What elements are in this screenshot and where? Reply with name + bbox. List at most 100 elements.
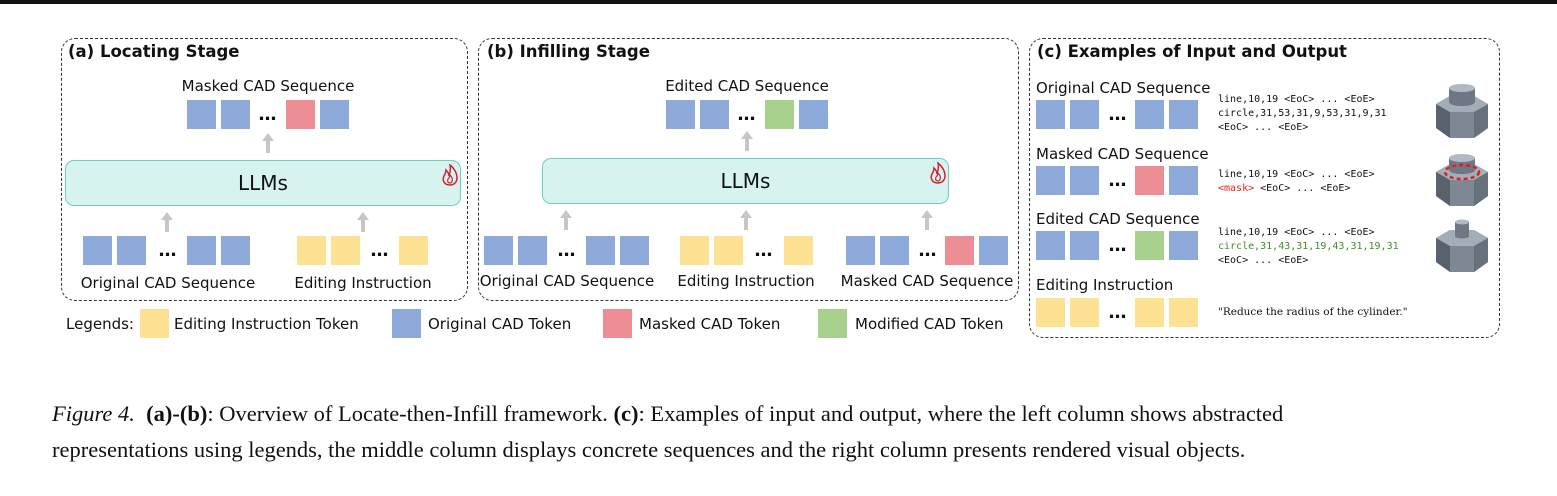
token-masked: [945, 236, 974, 265]
llm-label: LLMs: [238, 171, 288, 195]
token-original: [880, 236, 909, 265]
token-masked: [286, 100, 315, 129]
figure-caption-line1: Figure 4. (a)-(b): Overview of Locate-th…: [52, 399, 1283, 428]
token-instruction: [331, 236, 360, 265]
legend-swatch-original: [392, 309, 421, 338]
panel-a-input2-label: Editing Instruction: [294, 274, 432, 292]
figure-caption-line2: representations using legends, the middl…: [52, 437, 1246, 462]
flame-icon: [442, 164, 458, 186]
code-original-line3: <EoC> ... <EoE>: [1218, 122, 1309, 133]
ellipsis: …: [754, 240, 774, 261]
token-masked: [1135, 166, 1164, 195]
token-original: [221, 100, 250, 129]
original-cad-render: [1436, 84, 1488, 138]
instruction-quote: "Reduce the radius of the cylinder.": [1218, 306, 1408, 318]
panel-infilling-stage: [478, 38, 1019, 301]
code-masked-line1: line,10,19 <EoC> ... <EoE>: [1218, 169, 1375, 180]
code-original-line2: circle,31,53,31,9,53,31,9,31: [1218, 108, 1387, 119]
panel-locating-stage: [61, 38, 468, 301]
token-original: [518, 236, 547, 265]
token-original: [1036, 231, 1065, 260]
token-original: [1169, 166, 1198, 195]
token-original: [979, 236, 1008, 265]
legend-swatch-modified: [818, 309, 847, 338]
token-instruction: [1169, 298, 1198, 327]
token-original: [1169, 100, 1198, 129]
code-edited-line3: <EoC> ... <EoE>: [1218, 255, 1309, 266]
up-arrow-icon: [740, 210, 752, 230]
masked-cad-render: [1436, 154, 1488, 206]
panel-b-title: (b) Infilling Stage: [487, 42, 650, 61]
token-original: [799, 100, 828, 129]
token-original: [1070, 100, 1099, 129]
token-instruction: [784, 236, 813, 265]
ellipsis: …: [1108, 170, 1128, 191]
up-arrow-icon: [560, 210, 572, 230]
llm-block: LLMs: [65, 160, 461, 206]
token-modified: [765, 100, 794, 129]
row-label-instruction: Editing Instruction: [1036, 276, 1174, 294]
token-original: [484, 236, 513, 265]
token-original: [1135, 100, 1164, 129]
token-instruction: [1070, 298, 1099, 327]
legend-label-original: Original CAD Token: [428, 315, 572, 333]
token-original: [666, 100, 695, 129]
token-original: [117, 236, 146, 265]
ellipsis: …: [258, 104, 278, 125]
token-original: [187, 236, 216, 265]
token-instruction: [399, 236, 428, 265]
legend-label-masked: Masked CAD Token: [639, 315, 781, 333]
panel-b-input1-label: Original CAD Sequence: [479, 272, 655, 290]
token-original: [620, 236, 649, 265]
token-original: [1070, 231, 1099, 260]
token-original: [846, 236, 875, 265]
legend-swatch-instruction: [140, 309, 169, 338]
code-original-line1: line,10,19 <EoC> ... <EoE>: [1218, 94, 1375, 105]
token-original: [1169, 231, 1198, 260]
panel-a-input1-label: Original CAD Sequence: [80, 274, 256, 292]
token-instruction: [680, 236, 709, 265]
token-instruction: [714, 236, 743, 265]
caption-part2: : Examples of input and output, where th…: [638, 401, 1284, 426]
token-original: [1036, 100, 1065, 129]
panel-c-title: (c) Examples of Input and Output: [1037, 42, 1347, 61]
flame-icon: [930, 162, 946, 184]
panel-b-input3-label: Masked CAD Sequence: [840, 272, 1014, 290]
caption-part1: : Overview of Locate-then-Infill framewo…: [207, 401, 614, 426]
legend-title: Legends:: [66, 315, 134, 333]
llm-block: LLMs: [542, 158, 949, 204]
ellipsis: …: [737, 104, 757, 125]
legend-label-instruction: Editing Instruction Token: [174, 315, 359, 333]
llm-label: LLMs: [720, 169, 771, 193]
panel-a-output-label: Masked CAD Sequence: [181, 77, 355, 95]
code-masked-line2: <mask> <EoC> ... <EoE>: [1218, 182, 1350, 195]
legend-label-modified: Modified CAD Token: [855, 315, 1004, 333]
ellipsis: …: [158, 240, 178, 261]
caption-ab: (a)-(b): [146, 401, 208, 426]
ellipsis: …: [1108, 235, 1128, 256]
token-instruction: [1036, 298, 1065, 327]
code-edited-line2: circle,31,43,31,19,43,31,19,31: [1218, 241, 1399, 252]
up-arrow-icon: [741, 131, 753, 151]
token-instruction: [1135, 298, 1164, 327]
top-rule: [0, 0, 1557, 4]
figure-number: Figure 4.: [52, 401, 135, 426]
row-label-original: Original CAD Sequence: [1036, 79, 1211, 97]
ellipsis: …: [1108, 302, 1128, 323]
token-original: [1036, 166, 1065, 195]
panel-examples: [1029, 38, 1500, 338]
panel-a-title: (a) Locating Stage: [68, 42, 240, 61]
token-original: [83, 236, 112, 265]
token-original: [1070, 166, 1099, 195]
legend-swatch-masked: [603, 309, 632, 338]
token-modified: [1135, 231, 1164, 260]
token-original: [187, 100, 216, 129]
ellipsis: …: [918, 240, 938, 261]
up-arrow-icon: [262, 133, 274, 153]
panel-b-input2-label: Editing Instruction: [677, 272, 815, 290]
edited-cad-render: [1436, 219, 1488, 272]
token-original: [221, 236, 250, 265]
up-arrow-icon: [161, 212, 173, 232]
code-edited-line1: line,10,19 <EoC> ... <EoE>: [1218, 227, 1375, 238]
row-label-masked: Masked CAD Sequence: [1036, 145, 1209, 163]
